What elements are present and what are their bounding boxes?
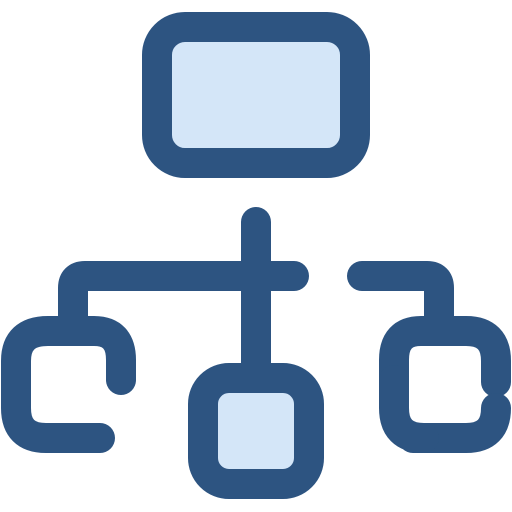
left-branch-connector	[58, 261, 309, 346]
right-open-node-top	[379, 316, 511, 397]
right-branch-connector	[347, 261, 454, 346]
left-open-node	[1, 316, 136, 453]
right-open-node-bottom	[398, 393, 511, 453]
right-open-node-left	[379, 365, 439, 453]
top-node-box	[142, 12, 370, 178]
bottom-node-box	[188, 363, 324, 499]
